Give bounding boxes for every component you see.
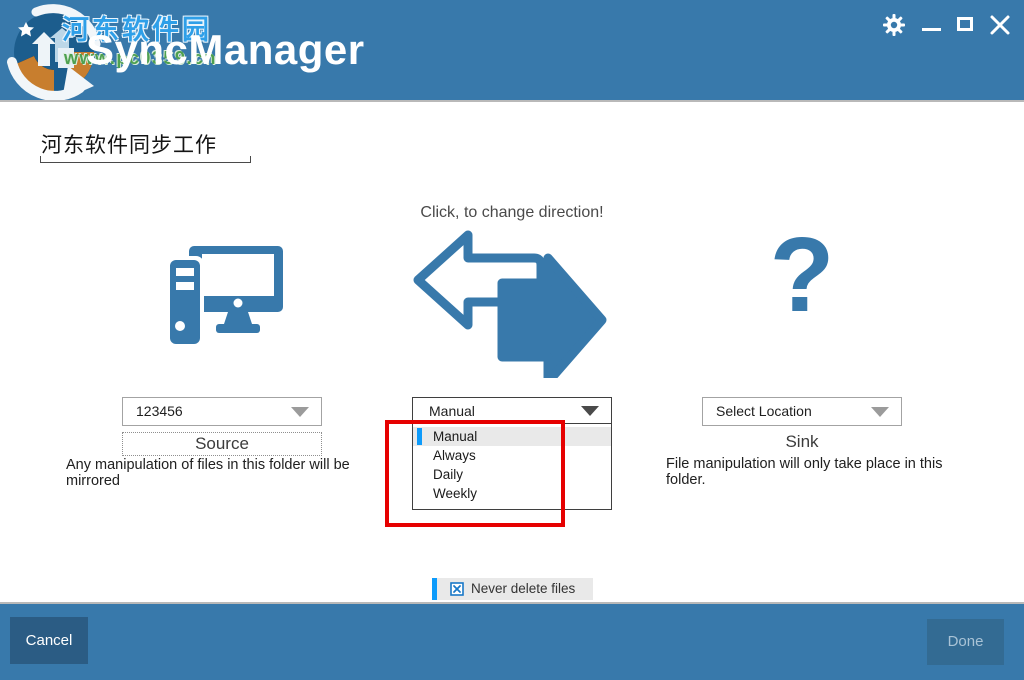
never-delete-option[interactable]: Never delete files (432, 578, 593, 600)
sink-role-label: Sink (785, 432, 819, 451)
sync-direction-icon[interactable] (408, 228, 608, 378)
watermark-text: 河东软件园 (62, 15, 212, 45)
sink-combo-value: Select Location (716, 403, 812, 419)
maximize-button[interactable] (957, 17, 973, 31)
close-button[interactable] (989, 14, 1011, 36)
chevron-down-icon (871, 407, 889, 417)
sink-description: File manipulation will only take place i… (666, 456, 943, 488)
footer-bar: Cancel Done (0, 602, 1024, 680)
dropdown-option-label: Daily (433, 467, 464, 482)
minimize-button[interactable] (922, 28, 941, 31)
dropdown-option-label: Always (433, 448, 476, 463)
watermark-url: www.pc0359.cn (64, 48, 217, 68)
question-mark-icon[interactable]: ? (769, 216, 835, 334)
title-bar: 河东软件园 www.pc0359.cn SyncManager (0, 0, 1024, 102)
checkbox-checked-icon[interactable] (450, 582, 464, 596)
app-logo-icon (7, 4, 101, 100)
job-name-field[interactable]: 河东软件同步工作 (41, 134, 217, 157)
sync-mode-dropdown-list: Manual Always Daily Weekly (412, 424, 612, 510)
source-combo-value: 123456 (136, 403, 183, 419)
dropdown-option-label: Manual (433, 429, 478, 444)
chevron-down-icon (581, 406, 599, 416)
cancel-button[interactable]: Cancel (10, 617, 88, 664)
app-title: SyncManager (86, 26, 365, 73)
never-delete-label: Never delete files (471, 581, 576, 596)
source-description: Any manipulation of files in this folder… (66, 457, 350, 489)
computer-icon[interactable] (158, 236, 286, 350)
direction-hint: Click, to change direction! (420, 204, 604, 221)
dropdown-option-always[interactable]: Always (413, 446, 611, 465)
chevron-down-icon (291, 407, 309, 417)
dropdown-option-daily[interactable]: Daily (413, 465, 611, 484)
sink-combo[interactable]: Select Location (702, 397, 902, 426)
source-combo[interactable]: 123456 (122, 397, 322, 426)
sync-mode-combo-value: Manual (429, 403, 475, 419)
focus-indicator-bar (432, 578, 437, 600)
settings-gear-icon[interactable] (882, 13, 906, 37)
annotation-red-box (385, 420, 565, 527)
source-role-label: Source (122, 432, 322, 456)
dropdown-option-label: Weekly (433, 486, 478, 501)
dropdown-option-weekly[interactable]: Weekly (413, 484, 611, 503)
selection-indicator-bar (417, 428, 422, 445)
job-name-underline (40, 156, 251, 163)
done-button[interactable]: Done (927, 619, 1004, 665)
